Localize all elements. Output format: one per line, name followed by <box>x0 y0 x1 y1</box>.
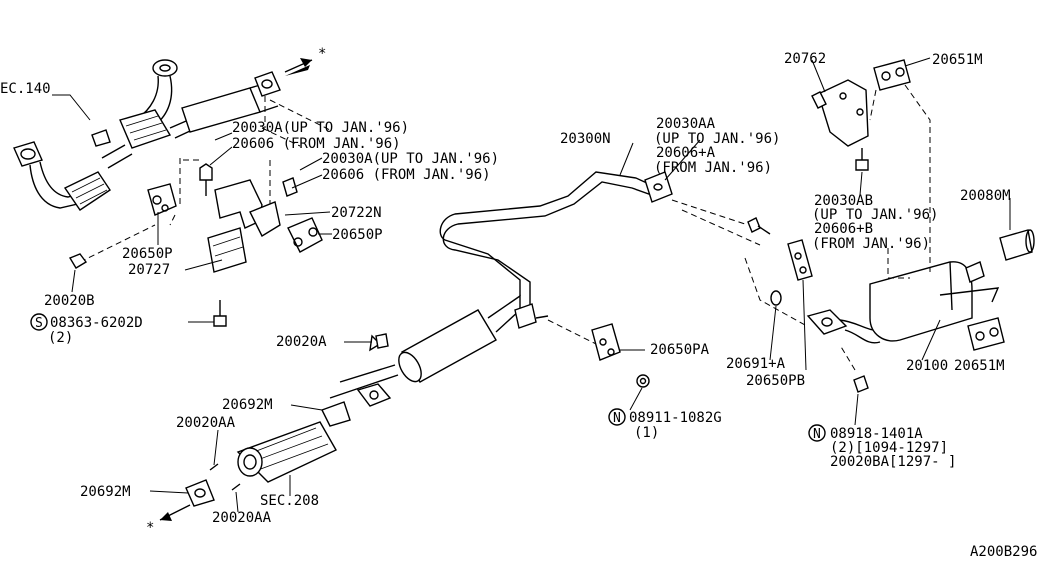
label-20100: 20100 <box>906 358 948 374</box>
label-08363-6202D: 08363-6202D <box>50 315 143 331</box>
hanger-20650PA <box>591 323 621 361</box>
label-20020BA: 20020BA[1297- ] <box>830 454 956 470</box>
label-ec140: EC.140 <box>0 81 51 97</box>
label-20651M-top: 20651M <box>932 52 983 68</box>
hanger-20650PB <box>787 239 813 281</box>
star-top: * <box>318 46 326 62</box>
s-mark-circle <box>30 313 48 331</box>
label-20691A: 20691+A <box>726 356 786 372</box>
grommet-20691A <box>770 290 782 306</box>
label-20030AB: 20030AB <box>814 193 873 209</box>
n-mark-2: N <box>813 427 821 442</box>
bracket-20722N <box>214 177 298 237</box>
star-bottom: * <box>146 520 154 536</box>
bracket-20762 <box>811 79 869 147</box>
n-mark-circle-2 <box>808 424 826 442</box>
label-sec208: SEC.208 <box>260 493 319 509</box>
label-20300N: 20300N <box>560 131 611 147</box>
label-20692M-bottom: 20692M <box>80 484 131 500</box>
gasket-20692M-bottom <box>185 479 215 507</box>
nut-08911 <box>636 374 650 388</box>
label-20651M-bottom: 20651M <box>954 358 1005 374</box>
label-20020A: 20020A <box>276 334 327 350</box>
label-08918-1401A: 08918-1401A <box>830 426 923 442</box>
label-20606B-from: (FROM JAN.'96) <box>812 236 930 252</box>
bolt-20030AB <box>855 148 869 171</box>
label-20020B: 20020B <box>44 293 95 309</box>
label-20606-1: 20606 (FROM JAN.'96) <box>232 136 401 152</box>
flange-20020A <box>356 333 392 407</box>
label-20020AA-top: 20020AA <box>176 415 236 431</box>
label-20030AB-up: (UP TO JAN.'96) <box>812 207 938 223</box>
rubber-20080M <box>999 229 1035 261</box>
hanger-20650P-left <box>147 183 177 216</box>
label-20030A-2: 20030A(UP TO JAN.'96) <box>322 151 499 167</box>
nut-08918 <box>853 375 869 393</box>
bolt-08363 <box>213 300 227 327</box>
s-mark: S <box>35 316 43 331</box>
center-pipe-20300N <box>329 171 673 399</box>
hanger-20651M-bottom <box>967 317 1005 351</box>
label-20650P-left: 20650P <box>122 246 173 262</box>
bolt-20030AA <box>747 217 771 235</box>
label-20650PB: 20650PB <box>746 373 805 389</box>
bracket-20727 <box>207 227 247 273</box>
label-20692M-top: 20692M <box>222 397 273 413</box>
direction-arrow-top <box>284 58 313 76</box>
label-20650PA: 20650PA <box>650 342 710 358</box>
label-20606A: 20606+A <box>656 145 716 161</box>
muffler-20100 <box>806 261 1000 344</box>
label-20030AA-up: (UP TO JAN.'96) <box>654 131 780 147</box>
label-20030AA: 20030AA <box>656 116 716 132</box>
hanger-20651M-top <box>873 59 911 91</box>
n-mark-1: N <box>613 411 621 426</box>
n-mark-circle-1 <box>608 408 626 426</box>
label-s-qty: (2) <box>48 330 73 346</box>
label-20606B: 20606+B <box>814 221 873 237</box>
rear-catalyst <box>236 401 351 483</box>
label-n-qty-1: (1) <box>634 425 659 441</box>
label-20722N: 20722N <box>331 205 382 221</box>
diagram-id: A200B296 <box>970 544 1037 560</box>
label-08911-1082G: 08911-1082G <box>629 410 722 426</box>
bolt-20606 <box>199 163 213 196</box>
label-n-qty-2: (2)[1094-1297] <box>830 440 948 456</box>
label-20606A-from: (FROM JAN.'96) <box>654 160 772 176</box>
front-catalyst-assembly <box>13 59 281 211</box>
label-20650P-right: 20650P <box>332 227 383 243</box>
hanger-20650P-right <box>287 217 323 253</box>
label-20727: 20727 <box>128 262 170 278</box>
label-20080M: 20080M <box>960 188 1011 204</box>
nut-20020B <box>68 253 88 269</box>
label-20762: 20762 <box>784 51 826 67</box>
label-20020AA-bottom: 20020AA <box>212 510 272 526</box>
direction-arrow-bottom <box>159 504 191 521</box>
label-20030A-1: 20030A(UP TO JAN.'96) <box>232 120 409 136</box>
label-20606-2: 20606 (FROM JAN.'96) <box>322 167 491 183</box>
